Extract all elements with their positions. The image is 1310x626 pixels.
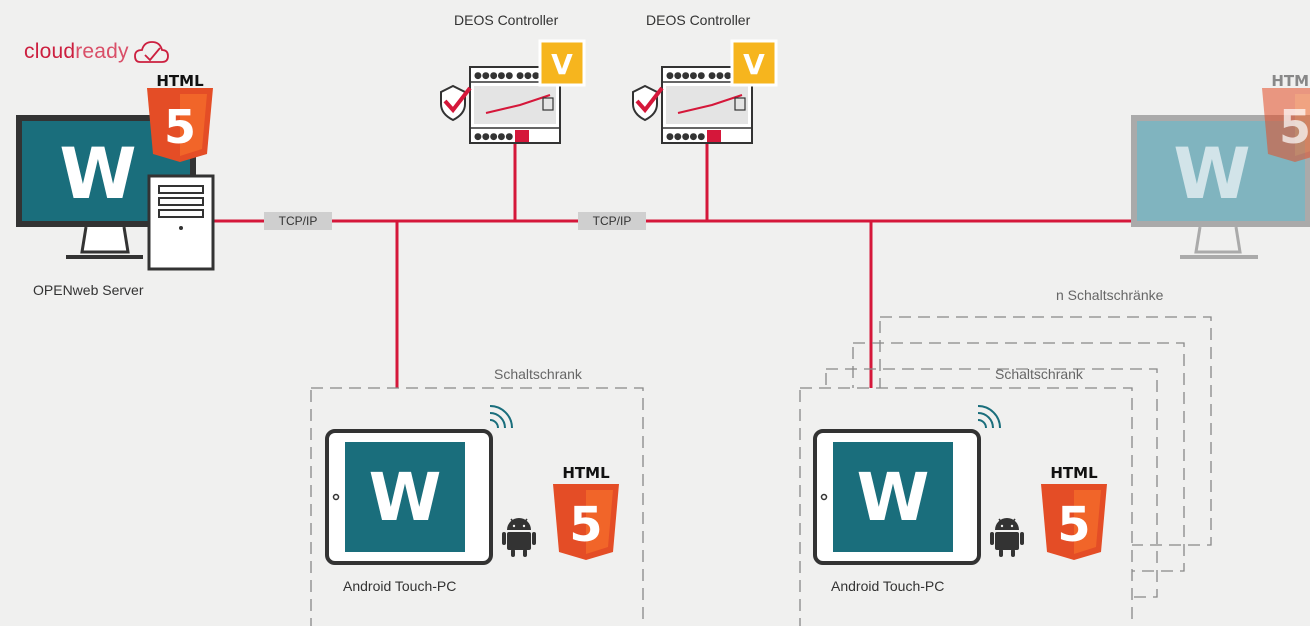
- html5-label-cabinet-2: HTML: [1050, 464, 1098, 482]
- server-label: OPENweb Server: [33, 282, 144, 298]
- html5-digit: 5: [164, 100, 196, 154]
- server-tower-icon: [147, 174, 215, 271]
- wifi-icon: [489, 405, 513, 429]
- controller-1-badge: [538, 39, 586, 87]
- tcp-label-1: TCP/IP: [264, 212, 332, 230]
- html5-label-cabinet-1: HTML: [562, 464, 610, 482]
- html5-digit-cabinet-1: 5: [569, 497, 602, 553]
- tablet-app-letter-1: W: [369, 459, 442, 536]
- html5-icon-cabinet-1: [553, 484, 619, 560]
- controller-2-label: DEOS Controller: [646, 12, 751, 28]
- wifi-icon-2: [977, 405, 1001, 429]
- html5-label: HTML: [156, 72, 204, 90]
- controller-2-badge-letter: V: [743, 48, 765, 81]
- cloudready-logo: cloudready: [24, 40, 129, 64]
- cabinet-2-label: Schaltschrank: [995, 366, 1083, 382]
- svg-text:●●●●●: ●●●●●: [666, 132, 705, 142]
- html5-icon-cabinet-2: [1041, 484, 1107, 560]
- html5-digit-faded: 5: [1279, 100, 1310, 154]
- touch-pc-1-label: Android Touch-PC: [343, 578, 457, 594]
- tablet-icon-2: [813, 429, 981, 565]
- html5-digit-cabinet-2: 5: [1057, 497, 1090, 553]
- controller-2-badge: [730, 39, 778, 87]
- controller-1-badge-letter: V: [551, 48, 573, 81]
- tablet-app-letter-2: W: [857, 459, 930, 536]
- shield-check-icon: [440, 84, 472, 122]
- logo-part-2: ready: [75, 40, 129, 63]
- html5-icon: [147, 88, 213, 162]
- html5-icon-faded: [1262, 88, 1310, 162]
- monitor-icon-faded: [1131, 115, 1310, 259]
- shield-check-icon-2: [632, 84, 664, 122]
- cloud-check-icon: [134, 41, 169, 63]
- cabinets-n-label: n Schaltschränke: [1056, 287, 1164, 303]
- tablet-icon: [325, 429, 493, 565]
- svg-text:●●●●●: ●●●●●: [474, 132, 513, 142]
- svg-text:●●●●● ●●●●: ●●●●● ●●●●: [666, 71, 740, 81]
- monitor-app-letter-faded: W: [1173, 133, 1250, 215]
- monitor-app-letter: W: [59, 133, 136, 215]
- tcp-label-2: TCP/IP: [578, 212, 646, 230]
- android-icon: [502, 518, 536, 557]
- controller-1-label: DEOS Controller: [454, 12, 559, 28]
- html5-label-faded: HTML: [1271, 72, 1310, 90]
- logo-part-1: cloud: [24, 40, 76, 63]
- touch-pc-2-label: Android Touch-PC: [831, 578, 945, 594]
- cabinet-1-label: Schaltschrank: [494, 366, 582, 382]
- android-icon-2: [990, 518, 1024, 557]
- svg-text:●●●●● ●●●●: ●●●●● ●●●●: [474, 71, 548, 81]
